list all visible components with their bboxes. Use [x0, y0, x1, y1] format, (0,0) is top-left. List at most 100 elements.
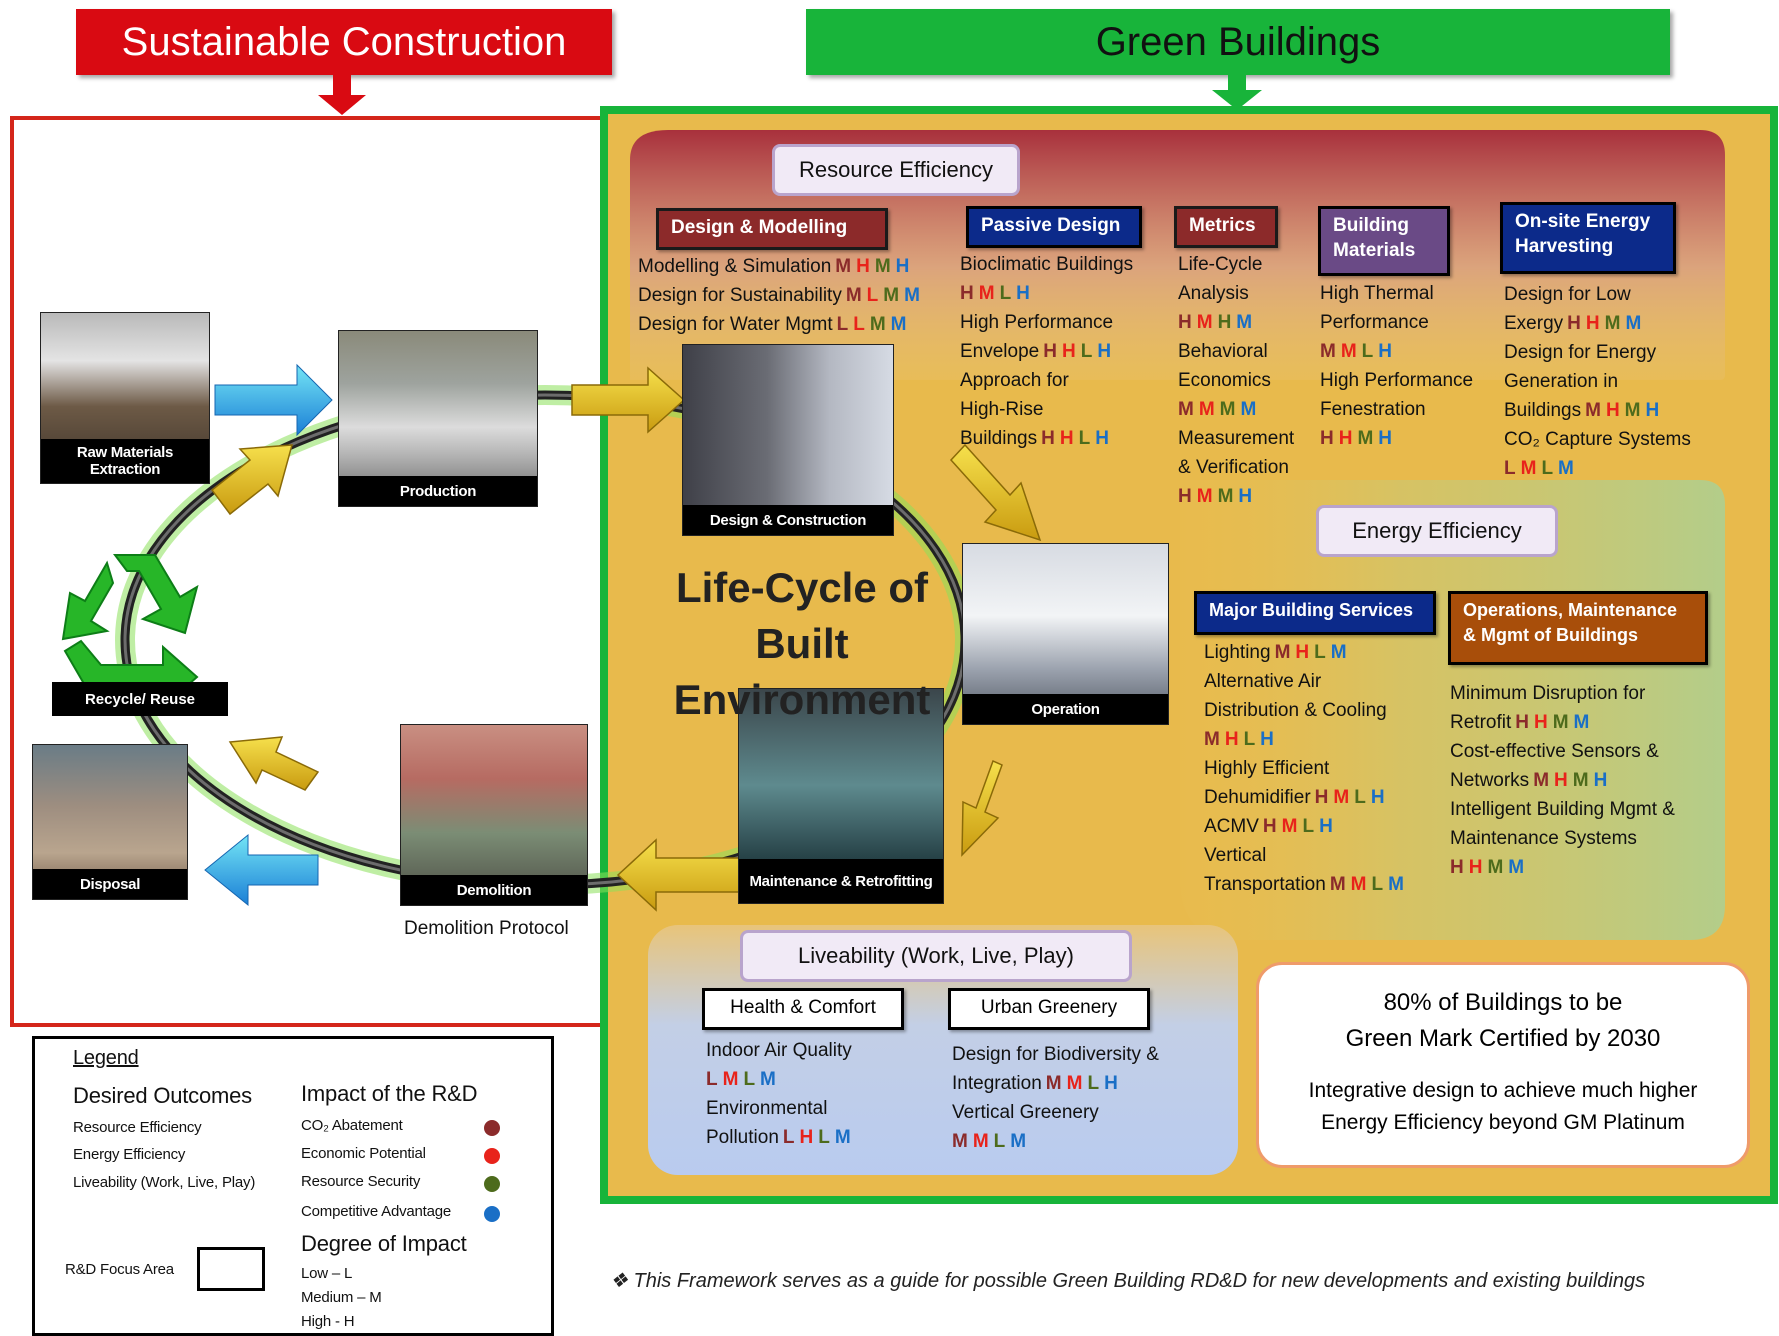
impact-level-letter: H: [1468, 857, 1484, 878]
demolition-caption: Demolition: [401, 875, 587, 905]
legend-title: Legend: [73, 1047, 139, 1069]
impact-level-letter: H: [1515, 712, 1530, 733]
focus-item-text: Design for Water Mgmt: [638, 314, 833, 335]
focus-item-text: Lighting: [1204, 642, 1271, 663]
building-materials-header: Building Materials: [1318, 206, 1450, 276]
impact-level-letter: M: [1340, 341, 1358, 362]
focus-item: High-Rise: [960, 395, 1133, 424]
degree-title: Degree of Impact: [301, 1231, 467, 1256]
impact-level-letter: H: [1585, 313, 1601, 334]
impact-level-letter: L: [1504, 458, 1517, 479]
focus-item: Alternative Air: [1204, 667, 1409, 696]
impact-level-letter: H: [1178, 312, 1193, 333]
green-buildings-title: Green Buildings: [1095, 19, 1381, 64]
focus-item-text: Design for Energy: [1504, 342, 1657, 363]
target-line3: Integrative design to achieve much highe…: [1308, 1079, 1698, 1102]
impact-level-letter: M: [874, 256, 892, 277]
raw-materials-caption: Raw Materials Extraction: [41, 439, 209, 483]
focus-item-text: Analysis: [1178, 283, 1249, 304]
onsite-energy-header: On-site Energy Harvesting: [1500, 202, 1676, 274]
focus-item: Design for Biodiversity &: [952, 1040, 1159, 1069]
focus-item: Highly Efficient: [1204, 754, 1409, 783]
impact-level-letter: M: [869, 314, 887, 335]
impact-level-letter: M: [1274, 642, 1292, 663]
impact-level-letter: L: [1354, 787, 1367, 808]
impact-level-letter: M: [1533, 770, 1551, 791]
impact-level-letter: H: [1554, 770, 1569, 791]
disposal-photo: Disposal: [32, 744, 188, 900]
impact-level-letter: L: [1361, 341, 1375, 362]
design-construction-caption: Design & Construction: [683, 505, 893, 535]
focus-item: Intelligent Building Mgmt &: [1450, 795, 1675, 824]
production-caption: Production: [339, 476, 537, 506]
focus-item: Environmental: [706, 1094, 856, 1123]
demolition-photo: Demolition: [400, 724, 588, 906]
focus-item: Minimum Disruption for: [1450, 679, 1675, 708]
urban-greenery-header: Urban Greenery: [948, 988, 1150, 1030]
liveability-label: Liveability (Work, Live, Play): [740, 930, 1132, 982]
focus-item-text: Alternative Air: [1204, 671, 1322, 692]
impact-level-letter: H: [1450, 857, 1465, 878]
impact-level-letter: M: [1281, 816, 1299, 837]
target-line2: Green Mark Certified by 2030: [1345, 1025, 1661, 1052]
impact-level-letter: M: [1552, 712, 1570, 733]
focus-item-text: Vertical Greenery: [952, 1102, 1099, 1123]
focus-item: Design for Low: [1504, 280, 1691, 309]
impact-level-letter: H: [1593, 770, 1609, 791]
impact-level-letter: L: [1541, 458, 1555, 479]
focus-item-text: Distribution & Cooling: [1204, 700, 1387, 721]
impact-level-letter: H: [1378, 341, 1393, 362]
impact-level-letter: H: [1097, 341, 1113, 362]
impact-level-letter: M: [1219, 399, 1237, 420]
focus-item: Vertical: [1204, 841, 1409, 870]
demolition-protocol-label: Demolition Protocol: [404, 918, 569, 939]
impact-level-letter: M: [1573, 712, 1591, 733]
focus-item-text: Indoor Air Quality: [706, 1040, 852, 1061]
focus-item-text: Vertical: [1204, 845, 1267, 866]
production-photo: Production: [338, 330, 538, 507]
impact-level-letter: H: [1016, 283, 1031, 304]
impact-level-letter: M: [1487, 857, 1505, 878]
impact-level-letter: M: [1217, 486, 1235, 507]
focus-item-text: Minimum Disruption for: [1450, 683, 1646, 704]
footnote: ❖ This Framework serves as a guide for p…: [610, 1270, 1646, 1292]
energy-efficiency-label: Energy Efficiency: [1316, 505, 1558, 557]
impact-level-letter: M: [1585, 400, 1602, 421]
impact-level-letter: M: [1236, 312, 1254, 333]
impact-1-label: CO₂ Abatement: [301, 1117, 403, 1134]
impact-2-label: Economic Potential: [301, 1145, 426, 1162]
focus-item-text: Bioclimatic Buildings: [960, 254, 1134, 275]
recycle-reuse-caption: Recycle/ Reuse: [52, 682, 228, 716]
focus-item-text: Modelling & Simulation: [638, 256, 832, 277]
impact-level-letter: M: [1357, 428, 1375, 449]
impact-level-letter: M: [1066, 1073, 1084, 1094]
impact-level-letter: M: [845, 285, 863, 306]
impact-level-letter: M: [1388, 874, 1405, 895]
focus-item: Economics: [1178, 366, 1294, 395]
impact-4-label: Competitive Advantage: [301, 1203, 452, 1220]
impact-level-letter: M: [883, 285, 901, 306]
impact-level-letter: M: [1508, 857, 1526, 878]
metrics-header: Metrics: [1174, 206, 1278, 248]
focus-item-text: Design for Sustainability: [638, 285, 842, 306]
design-modelling-header: Design & Modelling: [656, 208, 888, 250]
